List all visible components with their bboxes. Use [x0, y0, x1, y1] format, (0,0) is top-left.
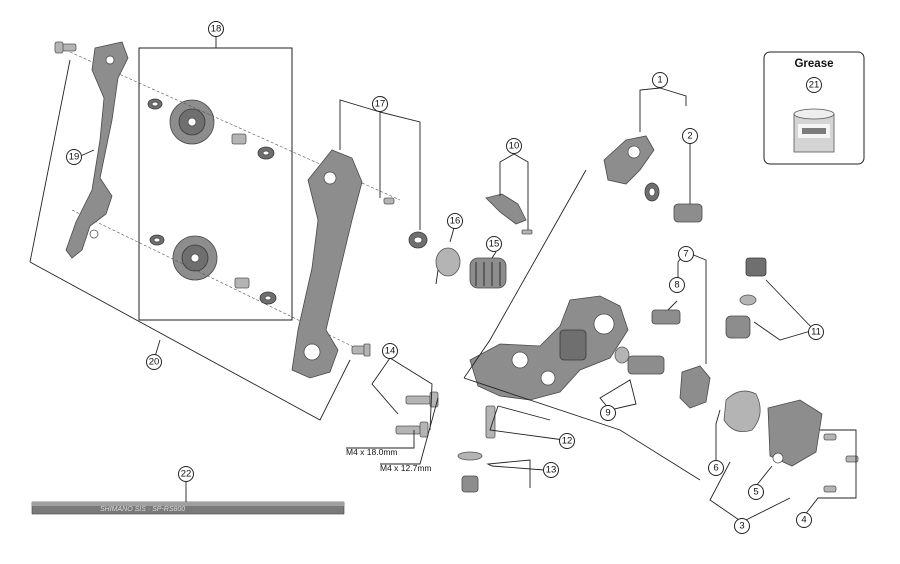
main-body: [469, 295, 629, 401]
svg-text:14: 14: [385, 346, 396, 357]
mounting-bolt: [395, 421, 429, 438]
callout-6: 6: [708, 460, 724, 476]
svg-text:5: 5: [753, 487, 758, 498]
stop-pin: [383, 197, 395, 205]
upper-pulley: [169, 99, 215, 145]
mount-washer-and-nut: [457, 451, 483, 493]
clutch-cap: [679, 365, 711, 409]
svg-text:2: 2: [687, 131, 692, 142]
pulley-washer: [149, 234, 165, 246]
svg-text:15: 15: [489, 239, 500, 250]
callout-21: 21: [806, 77, 822, 93]
svg-text:16: 16: [450, 216, 461, 227]
axle-washer: [614, 346, 630, 364]
callout-17: 17: [372, 96, 388, 112]
clutch-lever: [485, 193, 533, 235]
callout-16: 16: [447, 213, 463, 229]
pulley-bushing: [234, 277, 250, 289]
svg-text:21: 21: [809, 80, 820, 91]
callout-2: 2: [682, 128, 698, 144]
stabilizer-cover: [767, 399, 823, 467]
cage-spring-ring: [435, 247, 461, 285]
callout-8: 8: [669, 277, 685, 293]
callout-12: 12: [559, 433, 575, 449]
pivot-axle: [627, 355, 665, 375]
cage-pivot-bolt: [351, 343, 371, 357]
svg-text:4: 4: [801, 515, 806, 526]
callout-1: 1: [652, 72, 668, 88]
cable-print: SHIMANO SIS · SP-RS800: [100, 506, 185, 513]
callout-18: 18: [208, 21, 224, 37]
svg-text:18: 18: [211, 24, 222, 35]
bolt-short-dimension: M4 x 12.7mm: [380, 463, 432, 473]
svg-text:22: 22: [181, 469, 192, 480]
svg-text:17: 17: [375, 99, 386, 110]
callout-11: 11: [808, 324, 824, 340]
pulley-washer: [147, 98, 163, 110]
pulley-group-box: [138, 47, 293, 321]
bolt-long-dimension: M4 x 18.0mm: [346, 447, 398, 457]
callout-4: 4: [796, 512, 812, 528]
cage-group-bracket: [29, 59, 351, 421]
cage-bolt: [54, 41, 77, 54]
callout-5: 5: [748, 484, 764, 500]
outer-cage-plate: [291, 149, 363, 379]
callout-10: 10: [506, 138, 522, 154]
cage-washer: [408, 231, 428, 249]
grease-box: Grease: [763, 51, 865, 165]
shift-cable: SHIMANO SIS · SP-RS800: [31, 501, 345, 515]
leader-lines: [75, 36, 857, 523]
callout-7: 7: [678, 246, 694, 262]
cage-spring: [469, 257, 507, 289]
grease-tub: [793, 108, 835, 153]
callout-19: 19: [66, 149, 82, 165]
bracket-axle-bolt: [673, 203, 703, 223]
adjust-bolt: [485, 405, 496, 439]
pulley-washer: [259, 291, 277, 305]
bracket-link: [603, 135, 655, 185]
svg-text:9: 9: [605, 408, 610, 419]
cover-screws: [823, 433, 859, 493]
svg-text:1: 1: [657, 75, 662, 86]
clutch-unit: [725, 257, 767, 339]
grease-title: Grease: [794, 58, 833, 70]
mounting-bolt: [405, 391, 439, 408]
svg-text:13: 13: [546, 465, 557, 476]
cover-gasket: [723, 390, 761, 433]
inner-cage-plate: [65, 41, 129, 259]
pulley-bushing: [231, 133, 247, 145]
svg-text:8: 8: [674, 280, 679, 291]
svg-text:20: 20: [149, 357, 160, 368]
svg-text:6: 6: [713, 463, 718, 474]
callout-9: 9: [600, 405, 616, 421]
svg-text:10: 10: [509, 141, 520, 152]
pulley-washer: [257, 146, 275, 160]
callout-13: 13: [543, 462, 559, 478]
svg-text:3: 3: [739, 521, 744, 532]
bracket-washer: [644, 182, 660, 202]
lower-pulley: [172, 235, 218, 281]
callout-15: 15: [486, 236, 502, 252]
svg-text:12: 12: [562, 436, 573, 447]
svg-text:11: 11: [811, 327, 821, 338]
callout-22: 22: [178, 466, 194, 482]
callout-3: 3: [734, 518, 750, 534]
svg-text:19: 19: [69, 152, 80, 163]
callout-14: 14: [382, 343, 398, 359]
tension-adjuster: [651, 309, 681, 325]
callout-20: 20: [146, 354, 162, 370]
svg-text:7: 7: [683, 249, 688, 260]
